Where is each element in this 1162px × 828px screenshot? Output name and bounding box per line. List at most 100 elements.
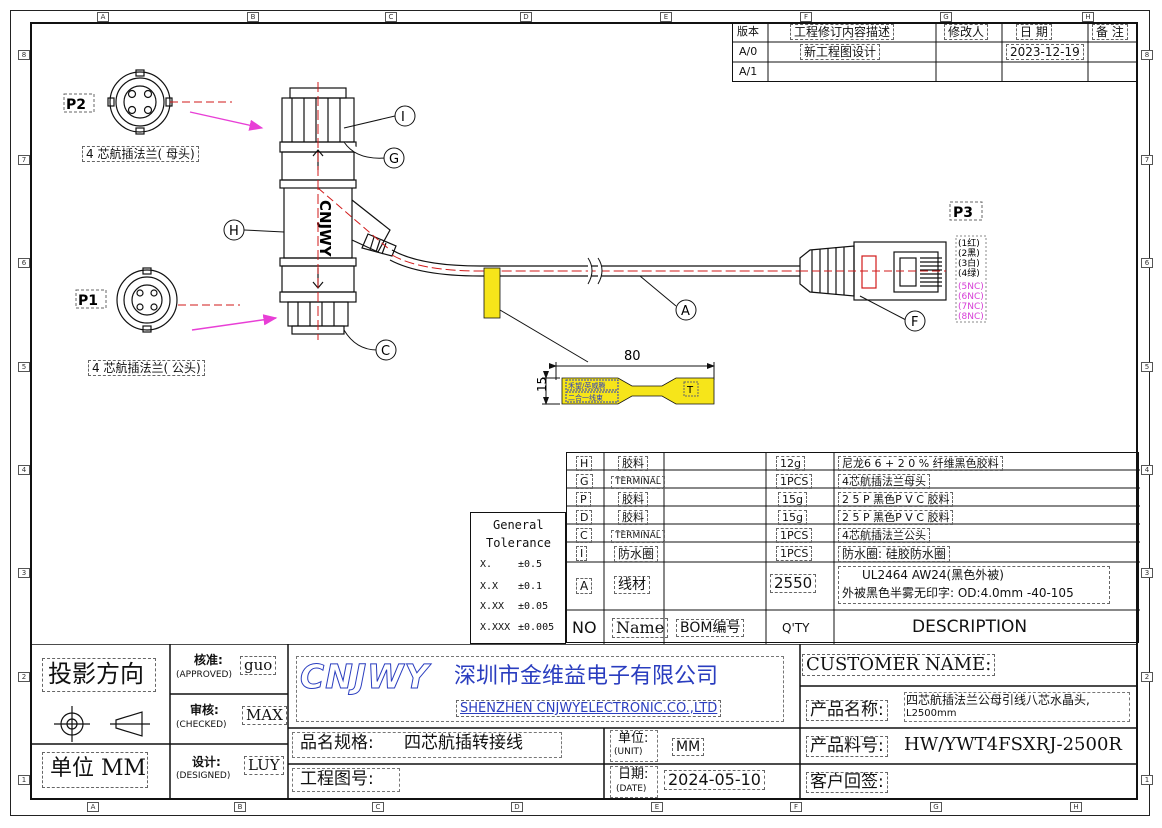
rev-header-date: 日 期 [1016,24,1052,40]
bom-cable-desc-box [838,566,1110,604]
rj45-pin-label: (7NC) [958,302,984,312]
unit-left-label: 单位 MM [50,756,147,781]
zone-row-marker: 1 [18,775,30,785]
rev-header-note: 备 注 [1092,24,1128,40]
rev-row-version: A/1 [739,65,758,78]
tolerance-value: ±0.05 [518,601,549,612]
zone-row-marker: 3 [18,568,30,578]
rj45-pin-label: (5NC) [958,282,984,292]
customer-sign-label: 客户回签: [806,772,888,793]
bom-header-qty: Q'TY [782,621,810,635]
p2-label: P2 [66,97,86,113]
tolerance-key: X.X [480,581,499,592]
rev-header-version: 版本 [737,25,759,38]
bom-item-qty: 2550 [770,574,817,593]
bom-item-qty: 1PCS [776,474,813,489]
title-block-grid [30,644,1138,800]
bom-item-no: H [576,456,593,471]
bom-item-desc: 4芯航插法兰母头 [838,474,930,489]
bom-item-desc: 2 5 P 黑色P V C 胶料 [838,510,954,525]
zone-col-marker: H [1070,802,1082,812]
drawing-no-box [292,768,400,792]
rev-header-by: 修改人 [944,24,989,40]
zone-row-marker: 3 [1141,568,1153,578]
y-splitter-body [279,87,397,335]
designed-value: LUY [244,756,284,775]
unit-label-en: (UNIT) [614,747,643,757]
bom-item-desc: 2 5 P 黑色P V C 胶料 [838,492,954,507]
zone-col-marker: A [97,12,109,22]
designed-label: 设计: [192,755,221,769]
zone-row-marker: 2 [18,672,30,682]
tolerance-value: ±0.1 [518,581,543,592]
zone-row-marker: 7 [18,155,30,165]
date-label: 日期: [618,767,649,782]
zone-col-marker: G [940,12,952,22]
bom-item-name: 胶料 [618,456,648,471]
projection-label: 投影方向 [48,660,144,688]
unit-value: MM [672,738,705,756]
bom-item-no: I [576,546,588,561]
zone-col-marker: G [930,802,942,812]
body-brand-mark: CNJWY [316,200,334,258]
bom-header-no: NO [572,618,597,637]
rev-row-desc: 新工程图设计 [800,44,881,60]
company-name-en: SHENZHEN CNJWYELECTRONIC.CO.,LTD [456,700,722,717]
zone-row-marker: 5 [1141,362,1153,372]
unit-left-box [42,752,148,788]
rev-header-desc: 工程修订内容描述 [790,24,895,40]
date-label-en: (DATE) [616,784,647,794]
bom-header-name: Name [612,618,669,638]
label-sleeve-flat [561,377,715,405]
bom-header-bom: BOM编号 [676,619,745,637]
zone-col-marker: C [385,12,397,22]
unit-label: 单位: [618,731,649,746]
bom-item-desc: 尼龙6 6 + 2 0 % 纤维黑色胶料 [838,456,1003,471]
zone-col-marker: C [372,802,384,812]
bom-item-desc: 防水圈: 硅胶防水圈 [838,546,950,562]
callout-c: C [381,344,390,359]
zone-row-marker: 2 [1141,672,1153,682]
assembly-drawing: P2 P1 [63,69,987,405]
zone-col-marker: E [660,12,672,22]
zone-col-marker: E [651,802,663,812]
zone-col-marker: H [1082,12,1094,22]
spec-box [292,732,562,758]
zone-row-marker: 1 [1141,775,1153,785]
rj45-pin-label: (4绿) [958,267,980,279]
rj45-pin-label: (6NC) [958,292,984,302]
bom-item-qty: 15g [778,510,807,525]
label-length-value: 80 [624,349,641,364]
rev-row-date: 2023-12-19 [1006,44,1084,60]
rj45-pin-label: (3白) [958,257,980,269]
bom-item-no: D [576,510,593,525]
label-detail-leader [499,309,589,363]
bom-item-name: TERMINAL [611,530,665,543]
bom-item-name: 胶料 [618,492,648,507]
bom-item-name: 防水圈 [614,546,659,562]
p2-caption: 4 芯航插法兰( 母头) [82,146,199,162]
tolerance-key: X.XX [480,601,505,612]
zone-row-marker: 6 [1141,258,1153,268]
zone-row-marker: 4 [18,465,30,475]
tolerance-key: X. [480,559,493,570]
approved-label: 核准: [194,653,223,667]
zone-row-marker: 8 [1141,50,1153,60]
company-box [296,656,784,722]
bom-header-desc: DESCRIPTION [912,617,1028,637]
cable-break-mark [587,257,603,285]
zone-col-marker: F [790,802,802,812]
projection-box [42,658,156,692]
bom-item-name: 线材 [614,576,650,594]
zone-col-marker: D [511,802,523,812]
part-no-label: 产品料号: [806,736,888,757]
zone-row-marker: 4 [1141,465,1153,475]
spec-label: 品名规格: [300,733,374,753]
bom-item-name: TERMINAL [611,476,665,489]
zone-col-marker: F [800,12,812,22]
checked-value: MAX [242,706,287,725]
p1-label: P1 [78,293,98,309]
p3-label: P3 [953,205,973,221]
inner-frame [30,22,1138,800]
